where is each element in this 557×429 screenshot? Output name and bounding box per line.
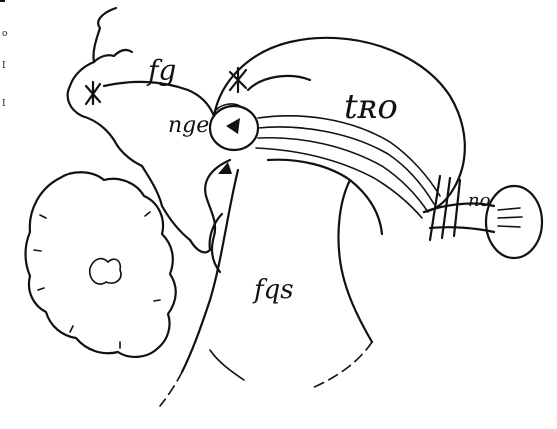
label-tro: tʀo (344, 87, 398, 127)
tro-asterisk-marker-icon (230, 68, 246, 92)
nge-nucleus (210, 104, 258, 150)
cerebellum-outline (26, 172, 176, 357)
label-no: no (468, 190, 491, 211)
fqs-arrow-icon (218, 162, 232, 174)
nge-arrow-icon (226, 118, 240, 134)
label-fg: fg (146, 54, 176, 87)
fg-asterisk-marker-icon (86, 82, 100, 104)
optic-tract-lines (256, 116, 440, 218)
eyeball (486, 186, 542, 258)
label-fqs: fqs (252, 275, 294, 305)
tro-lobe-outline (214, 38, 465, 212)
label-nge: nge (168, 113, 209, 138)
